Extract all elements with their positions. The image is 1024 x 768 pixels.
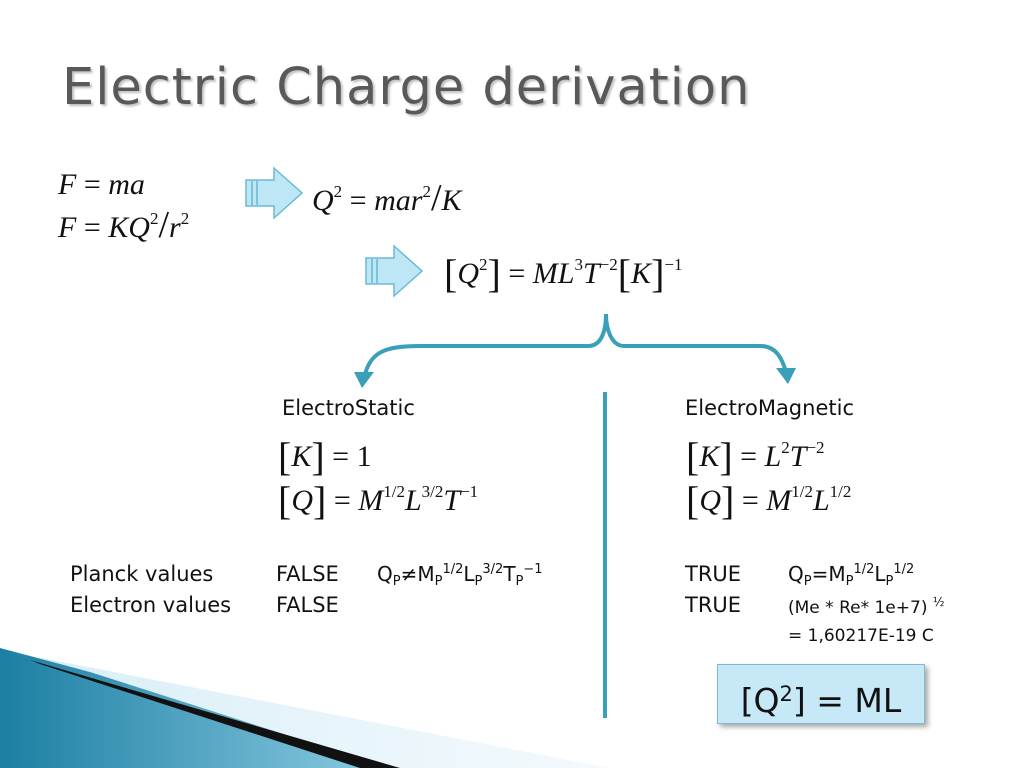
electron-electromagnetic-formula: (Me * Re* 1e+7) ½ — [788, 595, 945, 618]
planck-electrostatic-formula: QP≠MP1/2LP3/2TP−1 — [377, 562, 543, 589]
electrostatic-k-equation: [K] = 1 — [278, 434, 372, 479]
right-arrow-icon-2 — [365, 244, 424, 298]
electromagnetic-q-equation: [Q] = M1/2L1/2 — [686, 478, 852, 523]
equation-f-ma: F = ma — [58, 168, 145, 201]
slide-title: Electric Charge derivation — [62, 58, 751, 117]
equation-dimension-q: [Q2] = ML3T−2[K]−1 — [444, 251, 683, 296]
column-divider — [603, 392, 607, 718]
electron-electromagnetic-value: = 1,60217E-19 C — [788, 626, 934, 646]
equation-q-squared: Q2 = mar2/K — [312, 177, 462, 219]
right-arrow-icon — [245, 166, 304, 220]
electromagnetic-k-equation: [K] = L2T−2 — [686, 434, 825, 479]
electrostatic-q-equation: [Q] = M1/2L3/2T−1 — [278, 478, 479, 523]
result-box: [Q2] = ML — [717, 664, 925, 724]
planck-values-label: Planck values — [70, 562, 214, 586]
electrostatic-label: ElectroStatic — [282, 396, 415, 420]
branch-brace — [354, 313, 796, 388]
equation-f-kq: F = KQ2/r2 — [58, 204, 190, 246]
electron-electromagnetic-result: TRUE — [685, 593, 742, 617]
planck-electromagnetic-formula: QP=MP1/2LP1/2 — [788, 562, 915, 589]
planck-electromagnetic-result: TRUE — [685, 562, 742, 586]
electromagnetic-label: ElectroMagnetic — [685, 396, 854, 420]
planck-electrostatic-result: FALSE — [276, 562, 339, 586]
swoosh-dark — [30, 660, 400, 768]
electron-values-label: Electron values — [70, 593, 232, 617]
electron-electrostatic-result: FALSE — [276, 593, 339, 617]
